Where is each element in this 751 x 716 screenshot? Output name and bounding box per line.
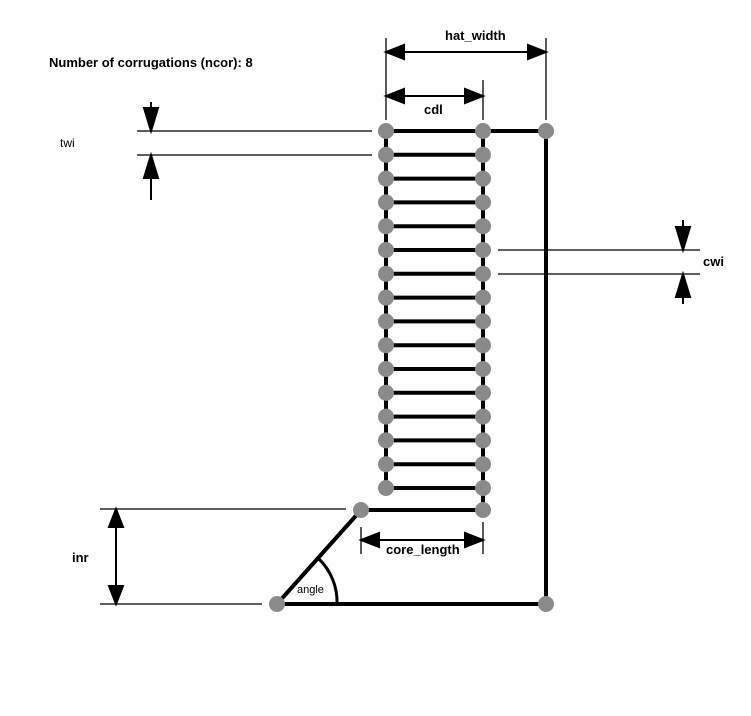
hat-bottom-right-node — [538, 596, 554, 612]
core-length-arrow-head-left — [358, 531, 380, 549]
cwi-arrow-top-head — [674, 226, 692, 254]
core-node-left — [378, 194, 394, 211]
core-node-right — [475, 242, 491, 258]
hat-width-arrow-head-right — [527, 43, 549, 61]
angle-arc — [317, 557, 339, 605]
core-node-right — [475, 408, 491, 425]
core-node-left — [378, 456, 394, 473]
inr-arrow-head-top — [107, 506, 125, 528]
angle-label: angle — [297, 584, 324, 596]
twi-arrow-top-head — [142, 107, 160, 135]
core-length-label: core_length — [386, 542, 460, 557]
core-node-right — [475, 432, 491, 449]
core-node-left — [378, 242, 394, 258]
core-node-right — [475, 289, 491, 306]
core-node-left — [378, 384, 394, 401]
core-node-left — [378, 289, 394, 306]
core-node-left — [378, 146, 394, 163]
core-node-right — [475, 456, 491, 473]
core-node-right — [475, 218, 491, 235]
inr-label: inr — [72, 550, 89, 565]
core-node-right — [475, 361, 491, 377]
dimension-arrows — [107, 43, 692, 607]
core-node-right — [475, 265, 491, 282]
cwi-arrow-bottom-head — [674, 270, 692, 298]
cdl-arrow-head-left — [383, 87, 405, 105]
twi-arrow-bottom-head — [142, 151, 160, 179]
core-node-left — [378, 337, 394, 354]
core-node-left — [378, 265, 394, 282]
core-node-left — [378, 432, 394, 449]
core-node-right — [475, 194, 491, 211]
core-length-arrow-head-right — [464, 531, 486, 549]
core-node-right — [475, 170, 491, 187]
core-node-left — [378, 123, 394, 139]
core-node-left — [378, 218, 394, 235]
nodes — [269, 123, 554, 612]
core-bottom-right-node — [475, 502, 491, 518]
hat-width-arrow-head-left — [383, 43, 405, 61]
hat-slope-line — [275, 508, 363, 606]
cdl-arrow-head-right — [464, 87, 486, 105]
core-node-right — [475, 337, 491, 354]
core-node-right — [475, 480, 491, 496]
corrugation-rungs — [386, 129, 483, 490]
core-node-left — [378, 170, 394, 187]
slope-top-node — [353, 502, 369, 518]
core-node-right — [475, 384, 491, 401]
inr-arrow-head-bottom — [107, 585, 125, 607]
cdl-label: cdl — [424, 102, 443, 117]
core-node-left — [378, 313, 394, 330]
core-node-right — [475, 146, 491, 163]
core-node-left — [378, 361, 394, 377]
twi-label: twi — [60, 136, 75, 150]
corrugation-count-label: Number of corrugations (ncor): 8 — [49, 55, 253, 70]
slope-bottom-node — [269, 596, 285, 612]
dimension-lines — [100, 38, 700, 605]
core-node-left — [378, 408, 394, 425]
cwi-label: cwi — [703, 254, 724, 269]
core-node-right — [475, 123, 491, 139]
core-node-right — [475, 313, 491, 330]
core-node-left — [378, 480, 394, 496]
hat-top-right-node — [538, 123, 554, 139]
hat-width-label: hat_width — [445, 28, 506, 43]
